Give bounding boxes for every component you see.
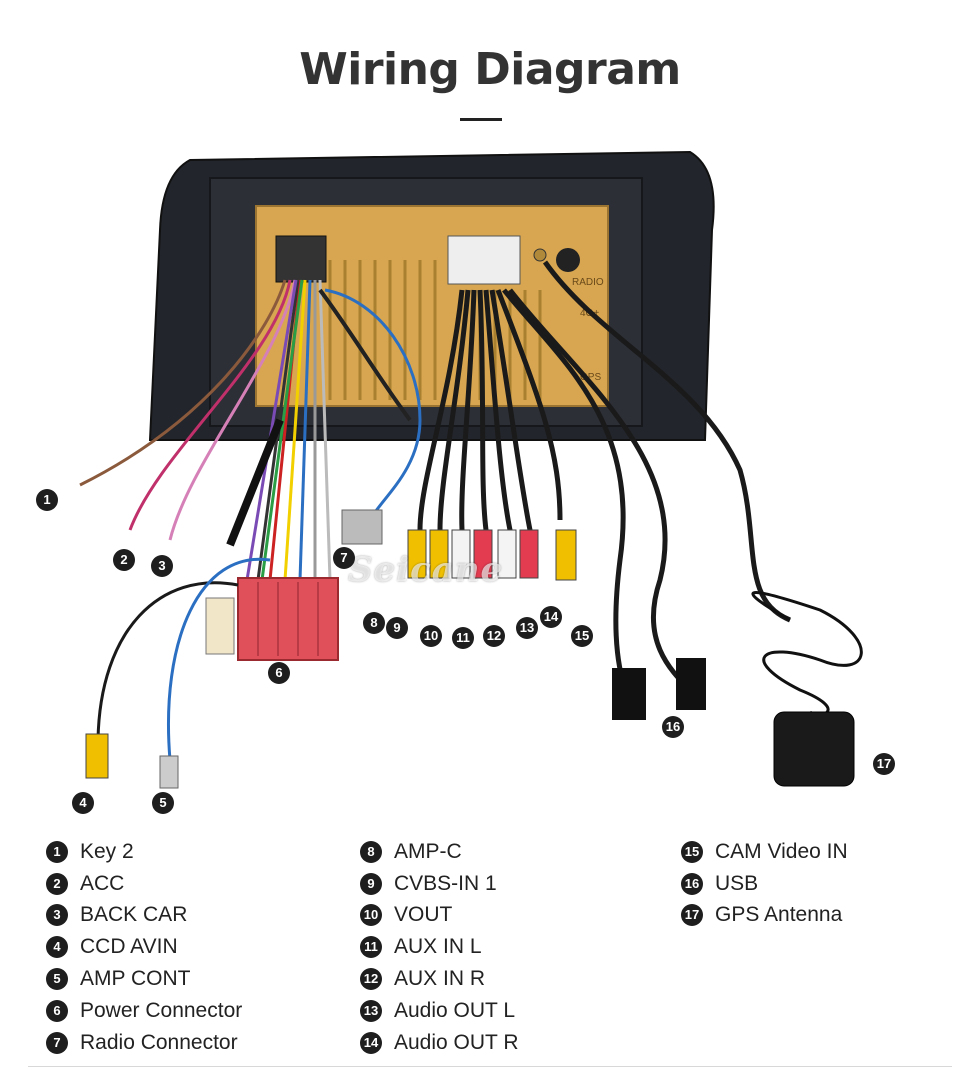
callout-4: 4 [72,792,94,814]
legend-label: AUX IN R [394,967,486,991]
legend-label: Audio OUT R [394,1030,519,1054]
legend-label: GPS Antenna [715,903,843,927]
legend-item: 5 AMP CONT [46,963,242,995]
gps-label: GPS [580,372,601,383]
legend-label: Power Connector [80,998,243,1022]
callout-1: 1 [36,489,58,511]
legend-item: 4 CCD AVIN [46,931,242,963]
legend-number: 11 [360,936,382,959]
legend-number: 17 [681,904,703,927]
legend-number: 3 [46,904,68,927]
legend-number: 12 [360,968,382,991]
legend-number: 13 [360,999,382,1022]
legend-number: 2 [46,872,68,895]
legend-number: 7 [46,1031,68,1054]
callout-8: 8 [363,612,385,634]
gps-port [556,248,580,272]
av-cables [417,260,791,702]
callout-10: 10 [420,625,442,647]
legend-label: AMP CONT [80,967,191,991]
legend-item: 15 CAM Video IN [681,836,848,868]
legend-number: 16 [681,872,703,895]
radio-connector [341,509,383,545]
legend-number: 6 [46,999,68,1022]
power-connector [237,577,339,661]
usb-plug-2 [676,658,706,710]
callout-12: 12 [483,625,505,647]
bottom-divider [28,1066,952,1067]
amp-cont-cable [166,557,271,761]
legend-label: CAM Video IN [715,839,848,863]
legend-item: 16 USB [681,868,848,900]
legend-item: 17 GPS Antenna [681,900,848,932]
legend-label: ACC [80,871,125,895]
legend-number: 5 [46,968,68,991]
legend-label: AMP-C [394,839,462,863]
wire-bundle [79,279,422,581]
legend-label: BACK CAR [80,903,188,927]
legend-item: 13 Audio OUT L [360,995,519,1027]
callout-13: 13 [516,617,538,639]
callout-15: 15 [571,625,593,647]
callout-6: 6 [268,662,290,684]
gps-cable-coil [751,591,863,717]
legend-item: 7 Radio Connector [46,1027,242,1059]
legend-label: VOUT [394,903,453,927]
legend-item: 2 ACC [46,868,242,900]
callout-17: 17 [873,753,895,775]
legend-label: AUX IN L [394,935,482,959]
callout-14: 14 [540,606,562,628]
legend-label: CVBS-IN 1 [394,871,497,895]
legend-column-2: 8 AMP-C 9 CVBS-IN 1 10 VOUT 11 AUX IN L 12 AU… [360,836,519,1059]
legend-label: Audio OUT L [394,998,516,1022]
legend-item: 14 Audio OUT R [360,1027,519,1059]
legend-label: USB [715,871,759,895]
callout-5: 5 [152,792,174,814]
legend-number: 8 [360,840,382,863]
wiring-diagram-illustration: RADIO 4G+ GPS [79,150,863,789]
av-socket [447,235,521,285]
page-title: Wiring Diagram [299,44,681,95]
usb-plug-1 [612,668,646,720]
legend-number: 14 [360,1031,382,1054]
callout-7: 7 [333,547,355,569]
callout-11: 11 [452,627,474,649]
legend-item: 12 AUX IN R [360,963,519,995]
legend-number: 1 [46,840,68,863]
legend-item: 8 AMP-C [360,836,519,868]
radio-label: RADIO [572,277,604,288]
legend-item: 9 CVBS-IN 1 [360,868,519,900]
legend-label: CCD AVIN [80,935,178,959]
legend-item: 11 AUX IN L [360,931,519,963]
legend-number: 4 [46,936,68,959]
legend-item: 6 Power Connector [46,995,242,1027]
main-harness-socket [275,235,327,283]
callout-2: 2 [113,549,135,571]
title-underline [460,118,502,121]
legend-item: 10 VOUT [360,900,519,932]
gps-antenna [773,711,855,787]
legend-label: Key 2 [80,839,134,863]
legend-item: 1 Key 2 [46,836,242,868]
watermark: Seicane [348,550,504,590]
amp-cont-plug [205,597,235,655]
legend-item: 3 BACK CAR [46,900,242,932]
legend-number: 15 [681,840,703,863]
legend-number: 9 [360,872,382,895]
radio-port [533,248,547,262]
callout-9: 9 [386,617,408,639]
legend-number: 10 [360,904,382,927]
callout-3: 3 [151,555,173,577]
rca-plugs [407,529,577,581]
legend-label: Radio Connector [80,1030,238,1054]
legend-column-3: 15 CAM Video IN 16 USB 17 GPS Antenna [681,836,848,931]
housing-fins [328,260,542,400]
legend-column-1: 1 Key 2 2 ACC 3 BACK CAR 4 CCD AVIN 5 AMP CON… [46,836,242,1059]
callout-16: 16 [662,716,684,738]
